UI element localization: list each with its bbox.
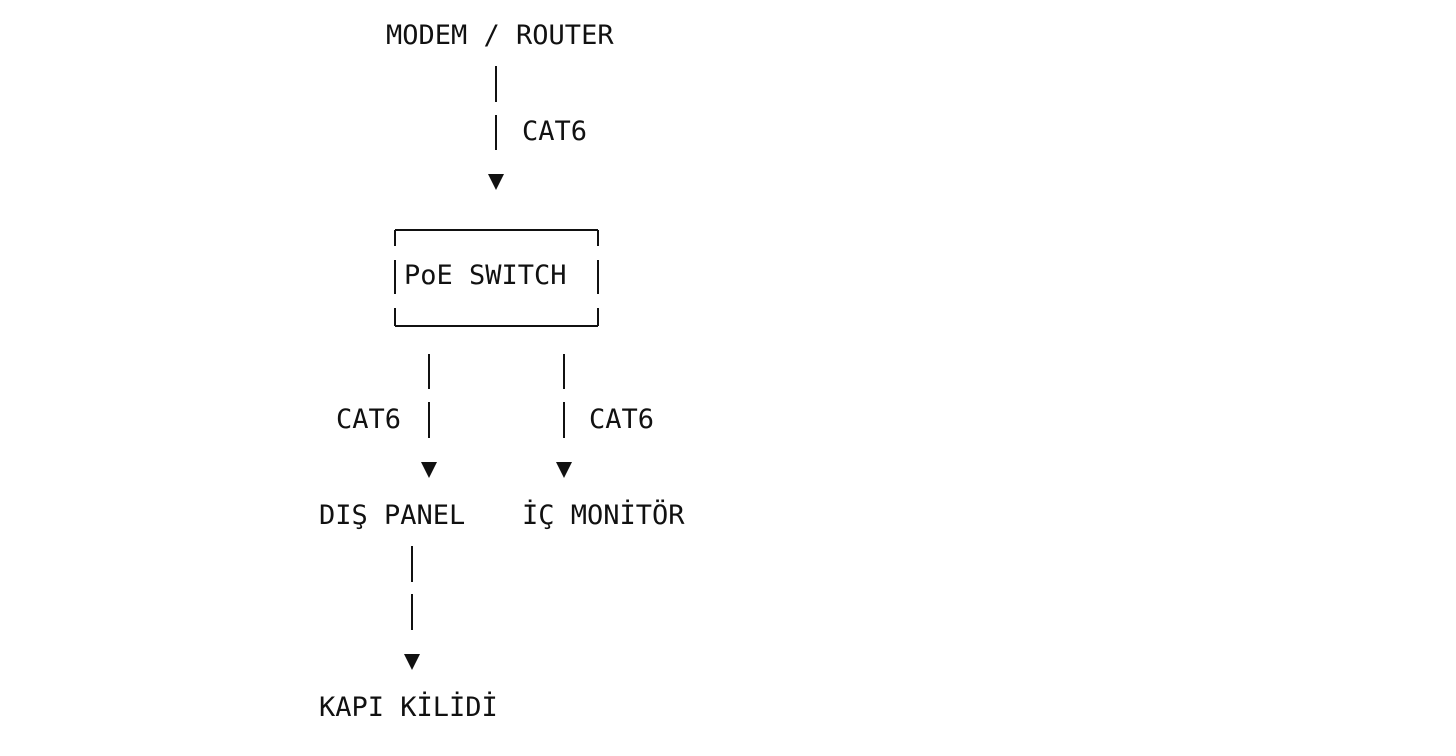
outdoor-panel-node: DIŞ PANEL xyxy=(319,500,466,531)
door-lock-node: KAPI KİLİDİ xyxy=(319,692,498,723)
link-label-router-switch: CAT6 xyxy=(522,116,588,147)
link-label-switch-panel: CAT6 xyxy=(336,404,402,435)
arrow-down-icon xyxy=(488,174,504,190)
indoor-monitor-node: İÇ MONİTÖR xyxy=(522,500,685,531)
arrow-down-icon xyxy=(404,654,420,670)
arrow-down-icon xyxy=(421,462,437,478)
arrow-down-icon xyxy=(556,462,572,478)
link-label-switch-monitor: CAT6 xyxy=(589,404,655,435)
switch-box-frame xyxy=(394,229,599,327)
poe-switch-node: PoE SWITCH xyxy=(404,260,567,291)
modem-router-node: MODEM / ROUTER xyxy=(386,20,614,51)
